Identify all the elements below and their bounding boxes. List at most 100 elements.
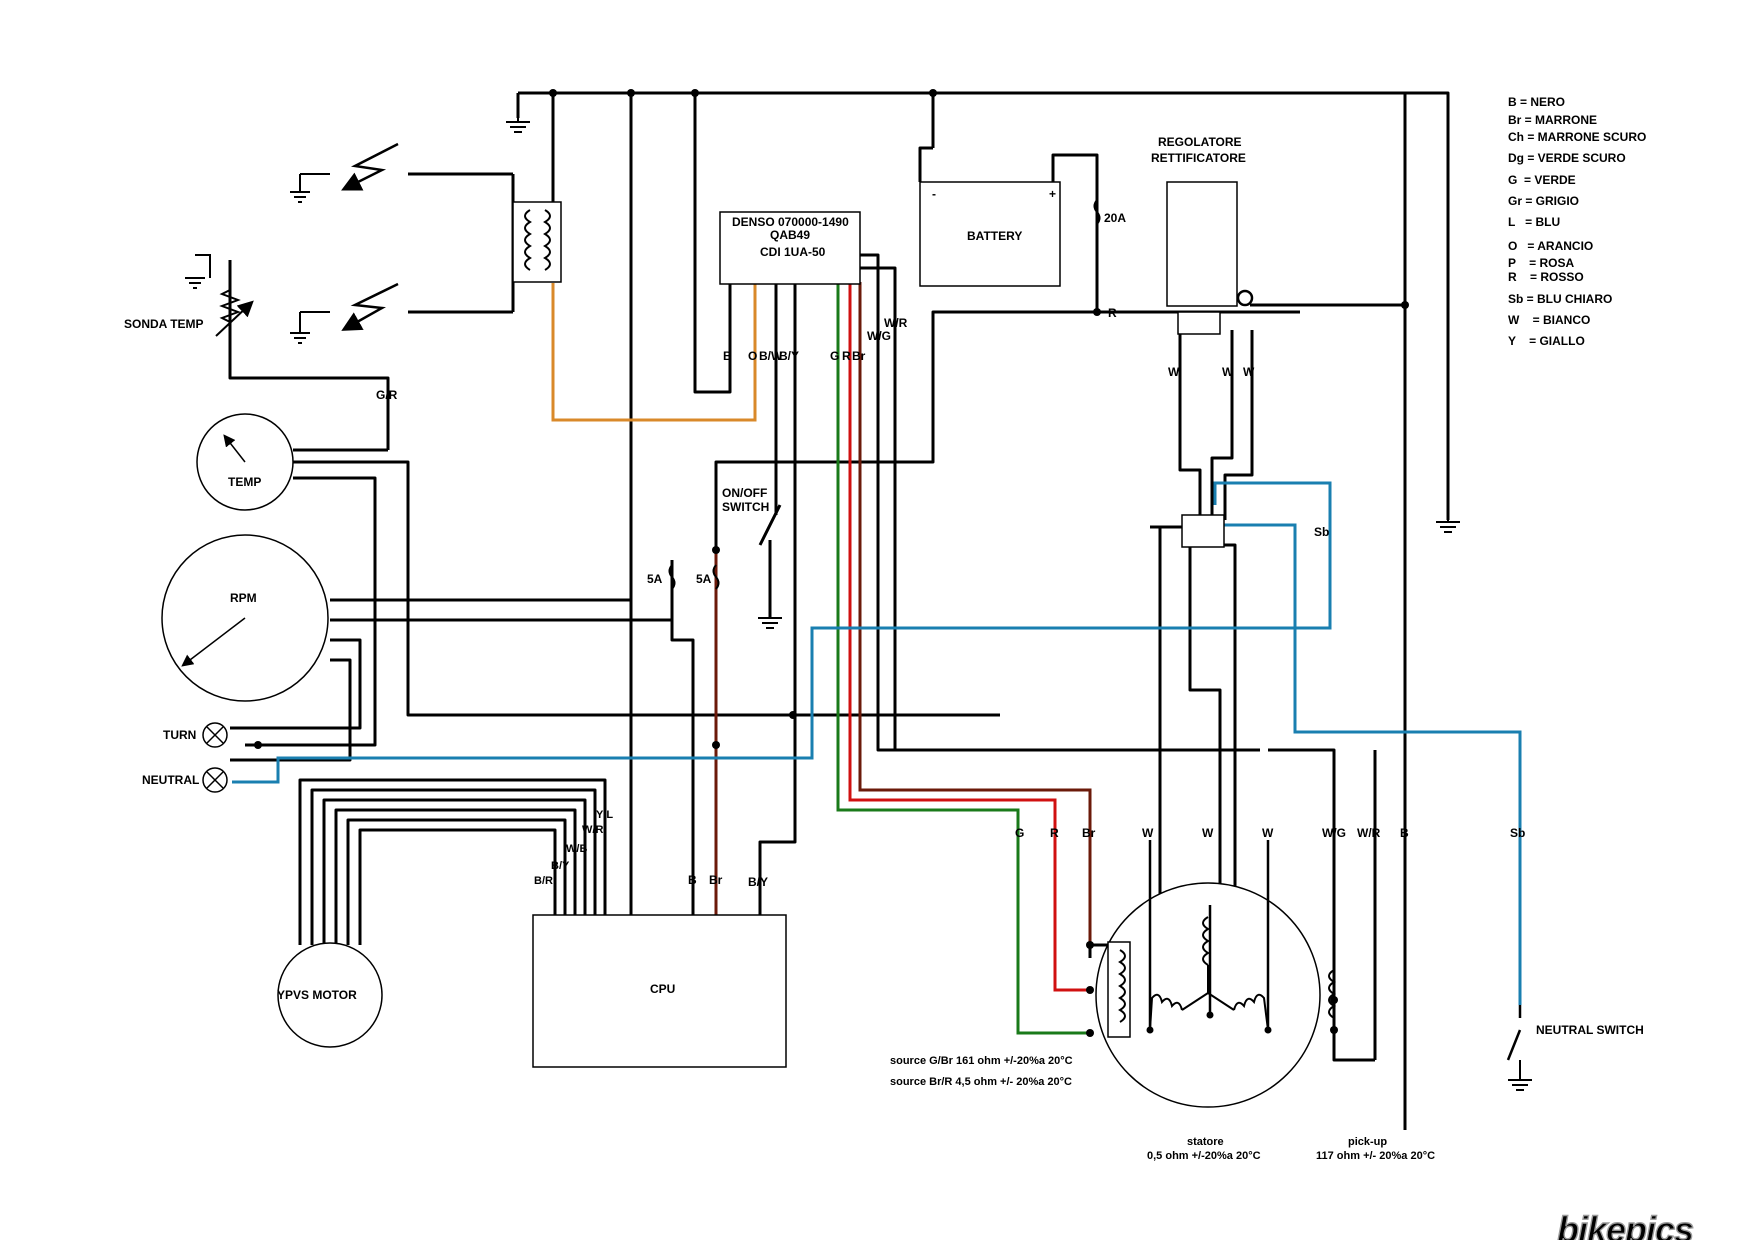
fuse-labels: 20A 5A 5A — [647, 211, 1126, 586]
neutral-label: NEUTRAL — [142, 773, 199, 787]
wire-label-st-w2: W — [1202, 826, 1214, 840]
cpu-label: CPU — [650, 982, 675, 996]
legend-item: Gr = GRIGIO — [1508, 194, 1579, 208]
turn-label: TURN — [163, 728, 196, 742]
red-wire — [848, 282, 1090, 992]
orange-wire — [551, 282, 757, 422]
legend-item: W = BIANCO — [1508, 313, 1590, 327]
wire-label-gr: G/R — [376, 388, 398, 402]
distribution-block — [1181, 514, 1225, 548]
cdi-b-wire — [693, 93, 732, 394]
ignition-coil-icon — [512, 201, 562, 283]
wire-label-ypvs-yl: Y/L — [596, 809, 613, 821]
fuse-5a-b: 5A — [696, 572, 712, 586]
sonda-temp-label: SONDA TEMP — [124, 317, 204, 331]
rpm-gauge — [161, 534, 329, 702]
wire-label-cdi-br: Br — [852, 349, 866, 363]
ground-symbols — [185, 118, 1532, 1091]
neutral-indicator — [202, 767, 228, 793]
legend-item: Sb = BLU CHIARO — [1508, 292, 1612, 306]
regulator-line1: REGOLATORE — [1158, 135, 1242, 149]
wire-label-cdi-r: R — [842, 349, 851, 363]
wire-label-cdi-bw: B/W — [759, 349, 783, 363]
component-labels: SONDA TEMP TEMP RPM TURN NEUTRAL YPVS MO… — [124, 135, 1644, 1162]
pickup-coil — [1328, 969, 1336, 1019]
legend-item: O = ARANCIO — [1508, 239, 1593, 253]
wire-label-cpu-by: B/Y — [748, 875, 768, 889]
top-ground-bus — [518, 91, 1450, 520]
fuse-20a: 20A — [1104, 211, 1126, 225]
wire-label-reg-w2: W — [1222, 365, 1234, 379]
battery-minus: - — [932, 187, 936, 201]
turn-indicator — [202, 722, 228, 748]
battery-pos-wire — [1051, 153, 1300, 314]
fuse-icons — [668, 199, 1101, 590]
ypvs-motor-label: YPVS MOTOR — [277, 988, 357, 1002]
r-wire-to-switch — [880, 310, 1097, 464]
wire-label-cdi-by: B/Y — [779, 349, 799, 363]
wire-label-st-g: G — [1015, 826, 1024, 840]
wire-label-cdi-o: O — [748, 349, 757, 363]
legend-item: Br = MARRONE — [1508, 113, 1597, 127]
statore-spec: 0,5 ohm +/-20%a 20°C — [1147, 1150, 1261, 1162]
legend-item: Y = GIALLO — [1508, 334, 1585, 348]
neutral-switch-icon — [1506, 1005, 1522, 1061]
wire-label-ypvs-wr: W/R — [582, 824, 603, 836]
cpu-box — [532, 914, 787, 1068]
cdi-wr-wire — [860, 253, 1160, 752]
temp-label: TEMP — [228, 475, 261, 489]
pickup-spec: 117 ohm +/- 20%a 20°C — [1316, 1150, 1435, 1162]
stator — [1086, 840, 1321, 1108]
wire-label-cpu-b: B — [688, 873, 697, 887]
legend-item: Dg = VERDE SCURO — [1508, 151, 1626, 165]
wire-label-ypvs-br: B/R — [534, 875, 553, 887]
legend-item: P = ROSA — [1508, 256, 1574, 270]
wire-label-reg-r: R — [1108, 306, 1117, 320]
wire-label-cdi-b: B — [723, 349, 732, 363]
source-spec-1: source G/Br 161 ohm +/-20%a 20°C — [890, 1055, 1073, 1067]
battery-plus: + — [1049, 187, 1056, 201]
legend-item: R = ROSSO — [1508, 270, 1584, 284]
pickup-label: pick-up — [1348, 1136, 1387, 1148]
onoff-line1: ON/OFF — [722, 486, 767, 500]
onoff-line2: SWITCH — [722, 500, 769, 514]
temp-gauge — [196, 413, 294, 511]
battery-box — [919, 181, 1061, 287]
statore-label: statore — [1187, 1136, 1224, 1148]
green-wire — [836, 282, 1090, 1035]
wire-label-cdi-g: G — [830, 349, 839, 363]
ypvs-motor — [277, 942, 383, 1048]
cdi-line3: CDI 1UA-50 — [760, 245, 826, 259]
cpu-b-wire — [670, 560, 695, 915]
wire-label-cdi-wr: W/R — [884, 316, 908, 330]
wire-label-sb-reg: Sb — [1314, 525, 1329, 539]
stator-w-mid — [1188, 545, 1222, 1030]
wire-label-st-w3: W — [1262, 826, 1274, 840]
wire-label-ypvs-by: B/Y — [551, 860, 570, 872]
wire-label-ns-sb: Sb — [1510, 826, 1525, 840]
rpm-label: RPM — [230, 591, 257, 605]
sonda-temp-wire — [228, 260, 390, 450]
sb-wires — [232, 481, 1522, 1005]
legend-item: L = BLU — [1508, 215, 1560, 229]
wire-label-st-r: R — [1050, 826, 1059, 840]
rpm-wire-2 — [330, 560, 674, 622]
wire-label-cpu-br: Br — [709, 873, 723, 887]
legend-item: B = NERO — [1508, 95, 1565, 109]
wire-label-st-w1: W — [1142, 826, 1154, 840]
bikepics-watermark: bikepics — [1557, 1209, 1693, 1240]
wire-label-cdi-wg: W/G — [867, 329, 891, 343]
cdi-line1: DENSO 070000-1490 — [732, 215, 849, 229]
wire-labels: G/R B O B/W B/Y G R Br W/R W/G R W W W S… — [376, 306, 1525, 889]
battery-label: BATTERY — [967, 229, 1022, 243]
legend-item: G = VERDE — [1508, 173, 1576, 187]
neutral-switch-label: NEUTRAL SWITCH — [1536, 1023, 1644, 1037]
temp-gauge-wire — [293, 460, 1000, 717]
fuse-5a-a: 5A — [647, 572, 663, 586]
wire-label-reg-w3: W — [1243, 365, 1255, 379]
wire-label-gnd-b: B — [1400, 826, 1409, 840]
source-spec-2: source Br/R 4,5 ohm +/- 20%a 20°C — [890, 1076, 1072, 1088]
regulator-line2: RETTIFICATORE — [1151, 151, 1246, 165]
